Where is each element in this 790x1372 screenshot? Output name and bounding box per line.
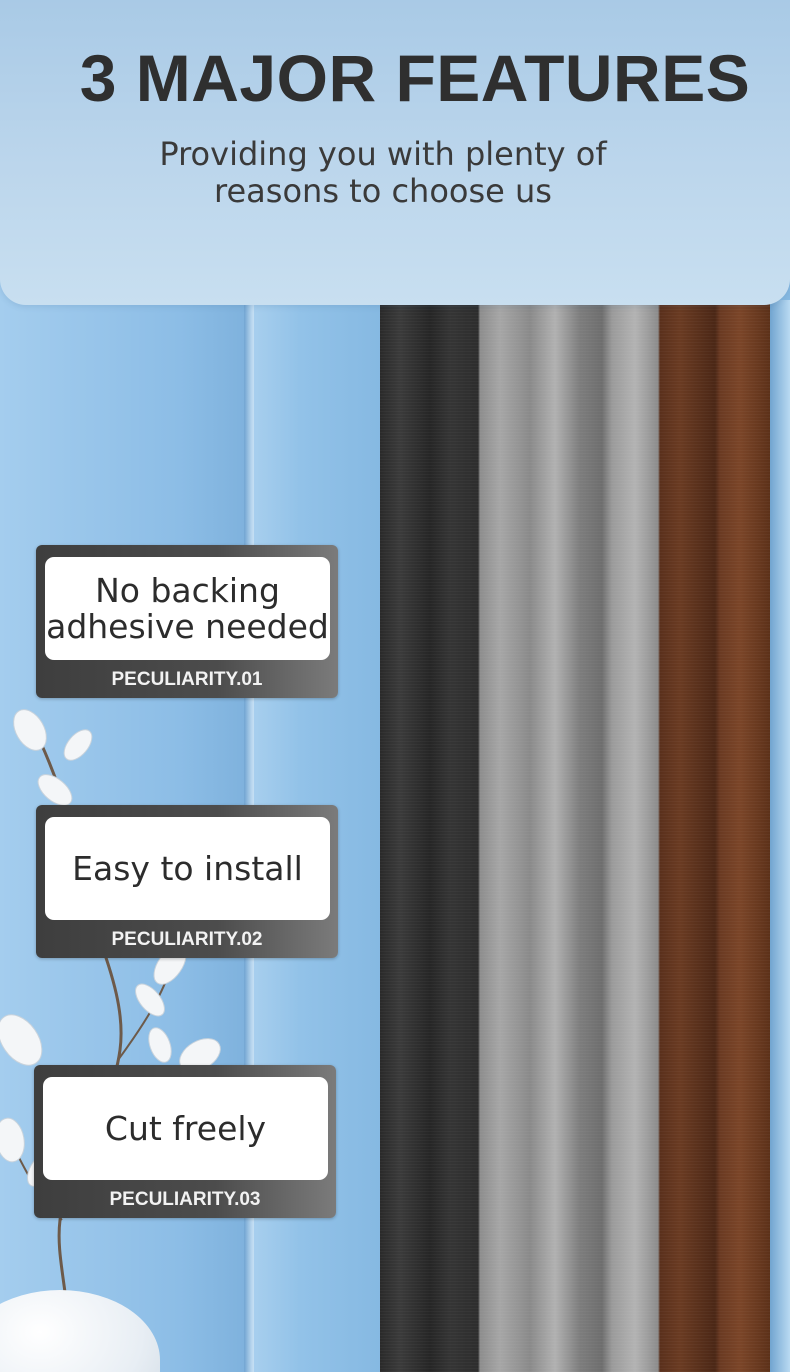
feature-tag: PECULIARITY.01 — [111, 669, 263, 690]
feature-card-3: Cut freely PECULIARITY.03 — [34, 1065, 336, 1218]
curtain-samples-image — [380, 300, 770, 1372]
feature-card-1: No backing adhesive needed PECULIARITY.0… — [36, 545, 338, 698]
feature-tag: PECULIARITY.02 — [111, 929, 263, 950]
page-subtitle: Providing you with plenty of reasons to … — [159, 135, 607, 210]
feature-text: Easy to install — [72, 848, 303, 888]
feature-tag: PECULIARITY.03 — [109, 1189, 261, 1210]
feature-text-box: Easy to install — [45, 817, 330, 920]
feature-card-2: Easy to install PECULIARITY.02 — [36, 805, 338, 958]
feature-text: Cut freely — [104, 1108, 267, 1148]
page-title: 3 MAJOR FEATURES — [79, 41, 751, 115]
branch-decoration — [0, 709, 221, 1372]
feature-text-box: No backing adhesive needed — [45, 557, 330, 660]
wall-edge — [768, 300, 790, 1372]
feature-text: No backing adhesive needed — [46, 570, 329, 646]
features-header: 3 MAJOR FEATURES Providing you with plen… — [0, 0, 790, 305]
feature-text-box: Cut freely — [43, 1077, 328, 1180]
